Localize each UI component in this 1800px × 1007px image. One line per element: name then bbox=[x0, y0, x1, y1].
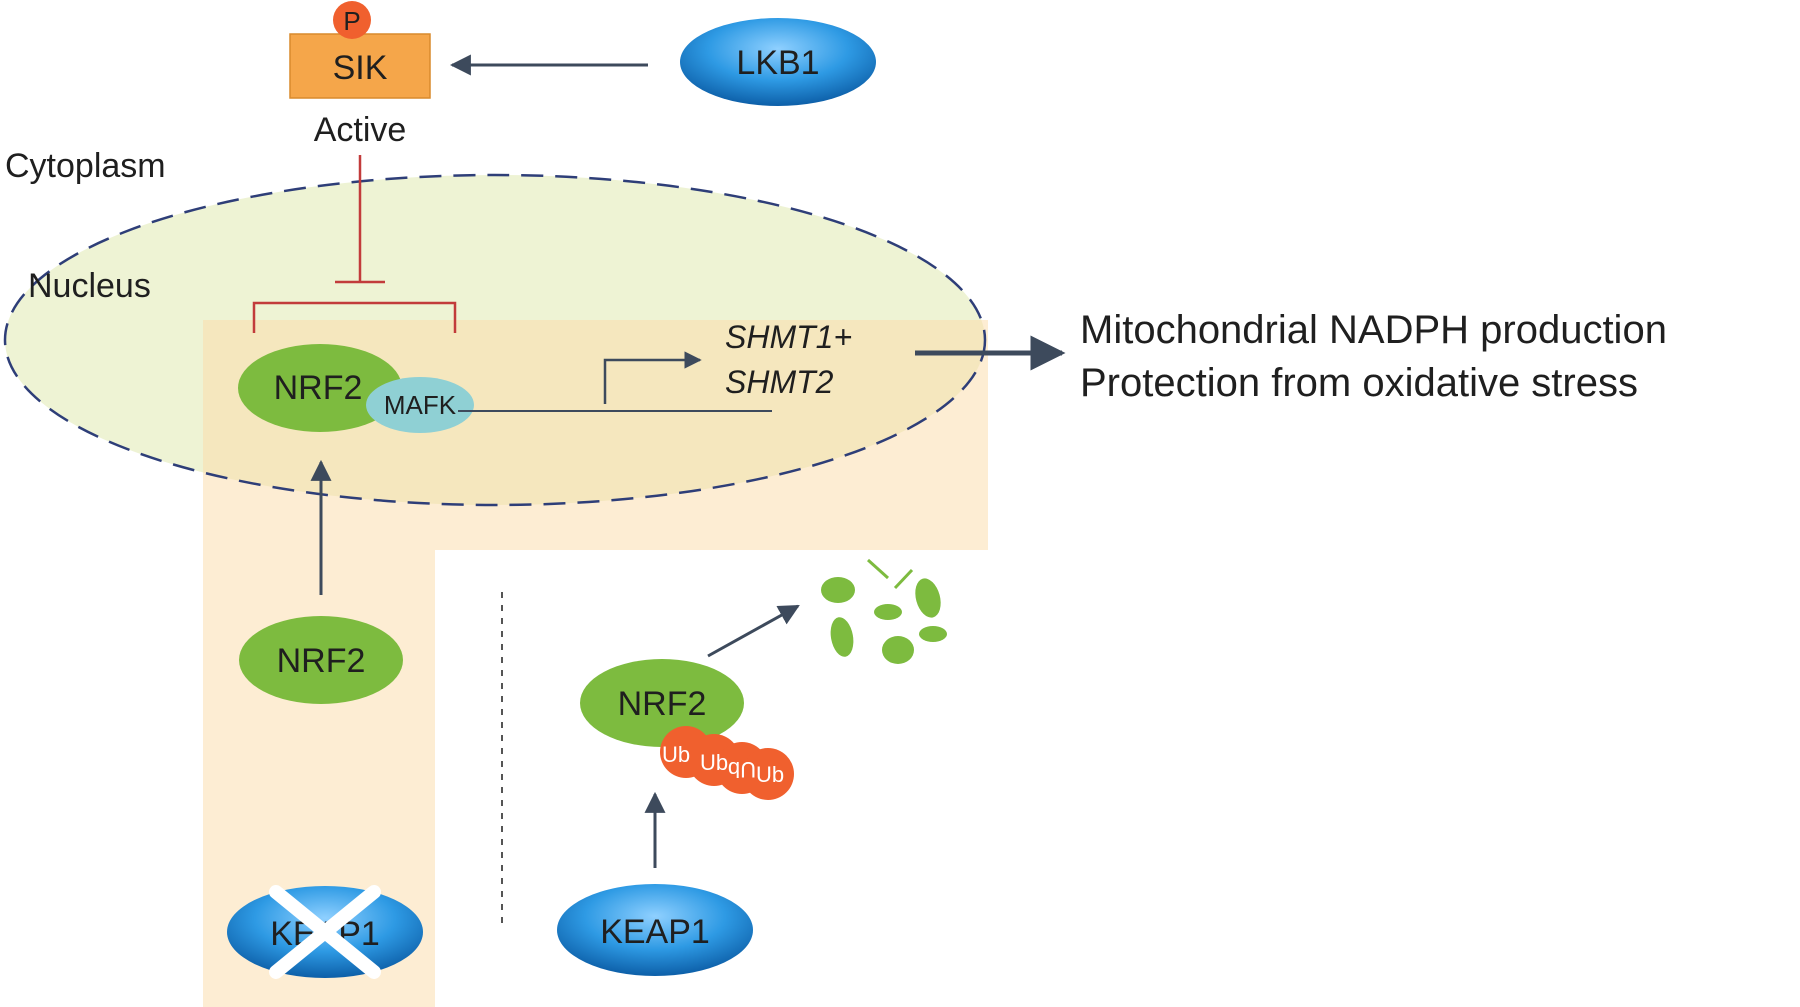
outcome-oxidative-stress: Protection from oxidative stress bbox=[1080, 361, 1638, 405]
gene-shmt1: SHMT1+ bbox=[725, 319, 852, 355]
gene-shmt2: SHMT2 bbox=[725, 364, 834, 400]
ubiquitin-label: Ub bbox=[700, 750, 728, 775]
phospho-group: P bbox=[333, 1, 371, 39]
outcome-nadph: Mitochondrial NADPH production bbox=[1080, 308, 1667, 352]
lkb1-protein: LKB1 bbox=[680, 18, 876, 106]
svg-text:KEAP1: KEAP1 bbox=[600, 913, 710, 951]
svg-text:P: P bbox=[343, 6, 360, 36]
degraded-nrf2-fragments bbox=[821, 558, 947, 664]
svg-text:LKB1: LKB1 bbox=[736, 44, 819, 82]
active-label: Active bbox=[314, 111, 407, 149]
ubiquitin-label: Ub bbox=[728, 757, 756, 782]
transcription-arrow bbox=[603, 351, 702, 404]
nrf2-nuclear: NRF2 bbox=[238, 344, 402, 432]
svg-text:SIK: SIK bbox=[333, 49, 388, 87]
svg-text:NRF2: NRF2 bbox=[274, 369, 363, 407]
keap1-loss-band bbox=[203, 320, 988, 1007]
cytoplasm-label: Cytoplasm bbox=[5, 147, 166, 185]
svg-text:NRF2: NRF2 bbox=[277, 642, 366, 680]
svg-text:MAFK: MAFK bbox=[384, 390, 457, 420]
svg-text:NRF2: NRF2 bbox=[618, 685, 707, 723]
sik-protein: SIK bbox=[289, 33, 431, 99]
keap1-protein: KEAP1 bbox=[557, 884, 753, 976]
ubiquitin-label: Ub bbox=[662, 742, 690, 767]
nrf2-cytoplasm: NRF2 bbox=[239, 616, 403, 704]
ubiquitin-label: Ub bbox=[756, 762, 784, 787]
nucleus-label: Nucleus bbox=[28, 267, 151, 305]
degradation-arrow bbox=[707, 604, 800, 658]
sik-inhibition bbox=[252, 155, 457, 333]
nrf2-ubiquitinated: NRF2 bbox=[580, 659, 744, 747]
keap1-loss-cross-icon bbox=[269, 885, 381, 979]
ubiquitin-chain: Ub Ub Ub Ub bbox=[660, 726, 794, 800]
mafk-protein: MAFK bbox=[366, 377, 474, 433]
nucleus-membrane bbox=[3, 173, 987, 507]
